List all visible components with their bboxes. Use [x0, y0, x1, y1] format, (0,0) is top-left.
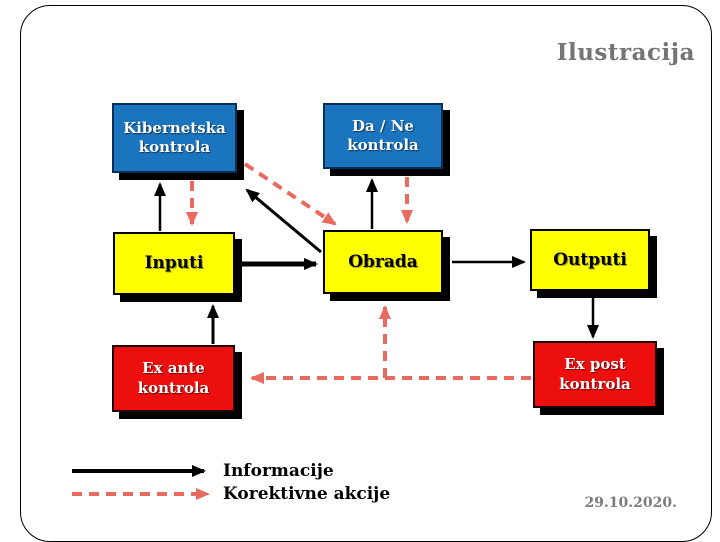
arrow-kibernetska-to-obrada-dashed-diagonal — [243, 162, 337, 226]
node-inputi: Inputi — [113, 232, 235, 295]
node-kibernetska-kontrola: Kibernetska kontrola — [112, 103, 237, 173]
node-ex-post-kontrola: Ex post kontrola — [533, 341, 657, 408]
arrow-obrada-to-kibernetska-diagonal — [245, 188, 322, 254]
node-ex-ante-kontrola: Ex ante kontrola — [112, 345, 235, 412]
node-outputi: Outputi — [530, 229, 650, 291]
slide-date: 29.10.2020. — [584, 495, 677, 511]
legend-label-informacije: Informacije — [223, 461, 334, 481]
node-obrada: Obrada — [323, 230, 443, 294]
slide-title: Ilustracija — [556, 39, 695, 66]
legend-label-korektivne-akcije: Korektivne akcije — [223, 484, 391, 504]
node-da-ne-kontrola: Da / Ne kontrola — [323, 103, 443, 169]
